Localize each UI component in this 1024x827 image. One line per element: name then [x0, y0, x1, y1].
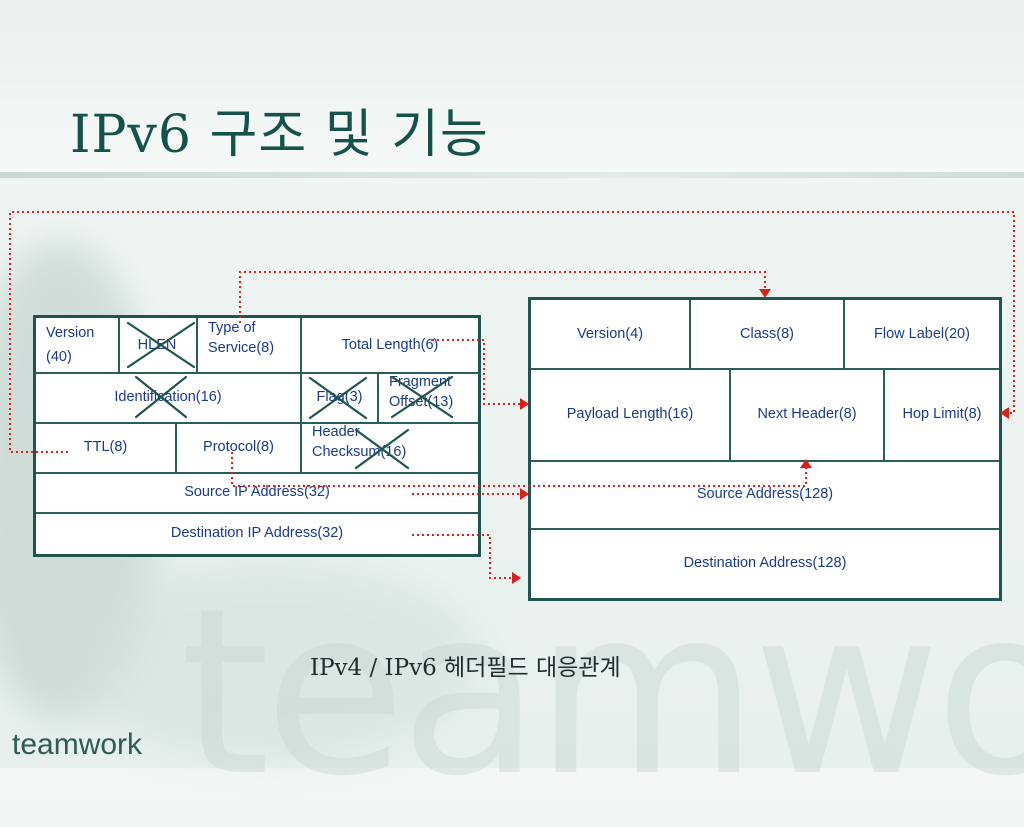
ipv4-ttl-label: TTL(8) [83, 439, 128, 455]
link-protocol-next-header [231, 452, 807, 487]
ipv4-header-table: Version (40) HLEN Type of Service(8) Tot… [33, 315, 481, 557]
ipv6-source-cell: Source Address(128) [531, 460, 999, 528]
background-blob [60, 560, 480, 760]
cross-x-icon [354, 428, 410, 470]
ipv4-protocol-label: Protocol(8) [203, 439, 274, 455]
link-total-length-payload [432, 339, 520, 405]
ipv4-identification-label: Identification(16) [114, 389, 222, 405]
ipv4-row-3: TTL(8) Protocol(8) Header Checksum(16) [36, 422, 478, 474]
cross-x-icon [390, 375, 454, 419]
ipv6-class-cell: Class(8) [691, 300, 845, 368]
link-destination-address [412, 534, 512, 579]
page-title: IPv6 구조 및 기능 [70, 105, 489, 165]
ipv4-ttl-cell: TTL(8) [36, 422, 177, 472]
ipv6-flow-label-cell: Flow Label(20) [845, 300, 999, 368]
cross-x-icon [308, 376, 368, 420]
ipv6-payload-length-cell: Payload Length(16) [531, 368, 731, 460]
arrow-head-icon [520, 398, 529, 410]
diagram-caption: IPv4 / IPv6 헤더필드 대응관계 [310, 655, 621, 681]
title-band [0, 0, 1024, 172]
ipv6-row-2: Payload Length(16) Next Header(8) Hop Li… [531, 368, 999, 462]
ipv6-next-header-cell: Next Header(8) [731, 368, 885, 460]
cross-x-icon [126, 321, 196, 369]
ipv6-payload-length-label: Payload Length(16) [566, 406, 694, 422]
arrow-head-icon [800, 459, 812, 468]
ipv4-source-label: Source IP Address(32) [184, 484, 330, 500]
ipv4-total-length-cell: Total Length(6) [302, 318, 478, 372]
ipv6-hop-limit-cell: Hop Limit(8) [885, 368, 999, 460]
ipv6-header-table: Version(4) Class(8) Flow Label(20) Paylo… [528, 297, 1002, 601]
brand-logo-text: teamwork [12, 728, 143, 761]
cross-x-icon [134, 375, 188, 419]
arrow-head-icon [1000, 407, 1009, 419]
ipv6-destination-cell: Destination Address(128) [531, 528, 999, 598]
arrow-head-icon [759, 289, 771, 298]
ipv4-tos-line1: Type of [208, 320, 256, 336]
ipv4-source-cell: Source IP Address(32) [36, 472, 478, 512]
ipv4-version-note: (40) [46, 349, 72, 365]
ipv6-flow-label-label: Flow Label(20) [874, 326, 970, 342]
ipv6-hop-limit-label: Hop Limit(8) [902, 406, 982, 422]
title-rule [0, 172, 1024, 178]
ipv4-protocol-cell: Protocol(8) [177, 422, 302, 472]
link-tos-class [239, 271, 766, 323]
ipv4-tos-cell: Type of Service(8) [198, 318, 302, 372]
ipv6-destination-label: Destination Address(128) [683, 555, 847, 571]
ipv4-total-length-label: Total Length(6) [341, 337, 439, 353]
ipv6-source-label: Source Address(128) [696, 486, 834, 502]
ipv6-row-1: Version(4) Class(8) Flow Label(20) [531, 300, 999, 370]
link-version [9, 211, 1015, 453]
ipv4-destination-label: Destination IP Address(32) [170, 525, 344, 541]
ipv4-version-label: Version [46, 325, 95, 341]
ipv6-version-label: Version(4) [576, 326, 644, 342]
ipv6-class-label: Class(8) [740, 326, 794, 342]
mapping-overlay [9, 211, 1015, 584]
ipv6-row-4: Destination Address(128) [531, 528, 999, 598]
arrow-head-icon [520, 488, 529, 500]
ipv4-identification-cell: Identification(16) [36, 372, 302, 422]
ipv6-version-cell: Version(4) [531, 300, 691, 368]
arrow-head-icon [512, 572, 521, 584]
ipv4-tos-line2: Service(8) [208, 340, 275, 356]
ipv4-version-cell: Version (40) [36, 318, 120, 372]
ipv6-row-3: Source Address(128) [531, 460, 999, 530]
ipv6-next-header-label: Next Header(8) [757, 406, 857, 422]
ipv4-destination-cell: Destination IP Address(32) [36, 512, 478, 554]
ipv4-row-1: Version (40) HLEN Type of Service(8) Tot… [36, 318, 478, 374]
ipv4-checksum-line1: Header [312, 424, 360, 440]
ipv4-row-5: Destination IP Address(32) [36, 512, 478, 554]
ipv4-row-4: Source IP Address(32) [36, 472, 478, 514]
